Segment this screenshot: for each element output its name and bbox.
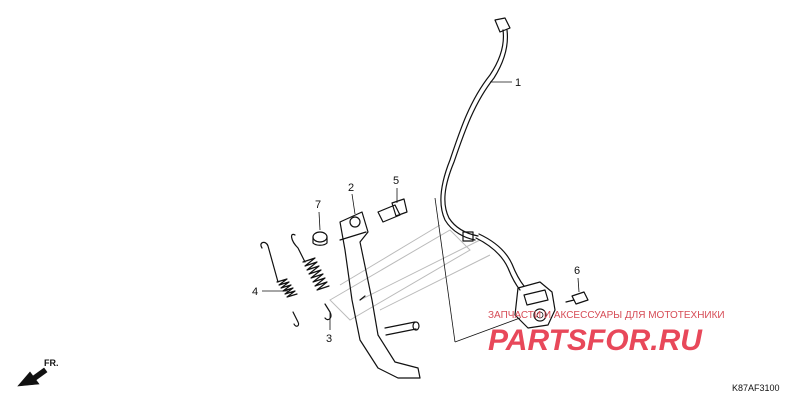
callout-6: 6 [574,265,580,277]
part-2-side-stand[interactable] [339,211,421,379]
cable-clamp-icon [462,231,474,242]
callout-4: 4 [252,286,258,298]
arrow-fr-icon [17,367,48,387]
callout-2: 2 [348,182,354,194]
direction-indicator: FR. [17,358,59,387]
watermark-tagline: ЗАПЧАСТИ И АКСЕССУАРЫ ДЛЯ МОТОТЕХНИКИ [488,310,725,321]
callout-1: 1 [515,77,521,89]
callout-5: 5 [393,175,399,187]
callout-7: 7 [315,199,321,211]
part-5-pivot-bolt[interactable] [377,198,408,223]
diagram-code: K87AF3100 [732,383,780,393]
watermark: ЗАПЧАСТИ И АКСЕССУАРЫ ДЛЯ МОТОТЕХНИКИ PA… [488,310,725,357]
background-wing-logo [329,224,491,321]
direction-label: FR. [44,358,59,368]
leader-lines [262,81,580,343]
part-4-return-spring[interactable] [260,241,300,327]
part-7-nut[interactable] [312,231,328,246]
part-3-stand-spring[interactable] [291,233,332,321]
watermark-brand: PARTSFOR.RU [488,324,703,357]
callout-3: 3 [326,333,332,345]
part-6-bolt[interactable] [565,291,589,305]
part-1-side-stand-switch-cable[interactable] [440,17,556,329]
